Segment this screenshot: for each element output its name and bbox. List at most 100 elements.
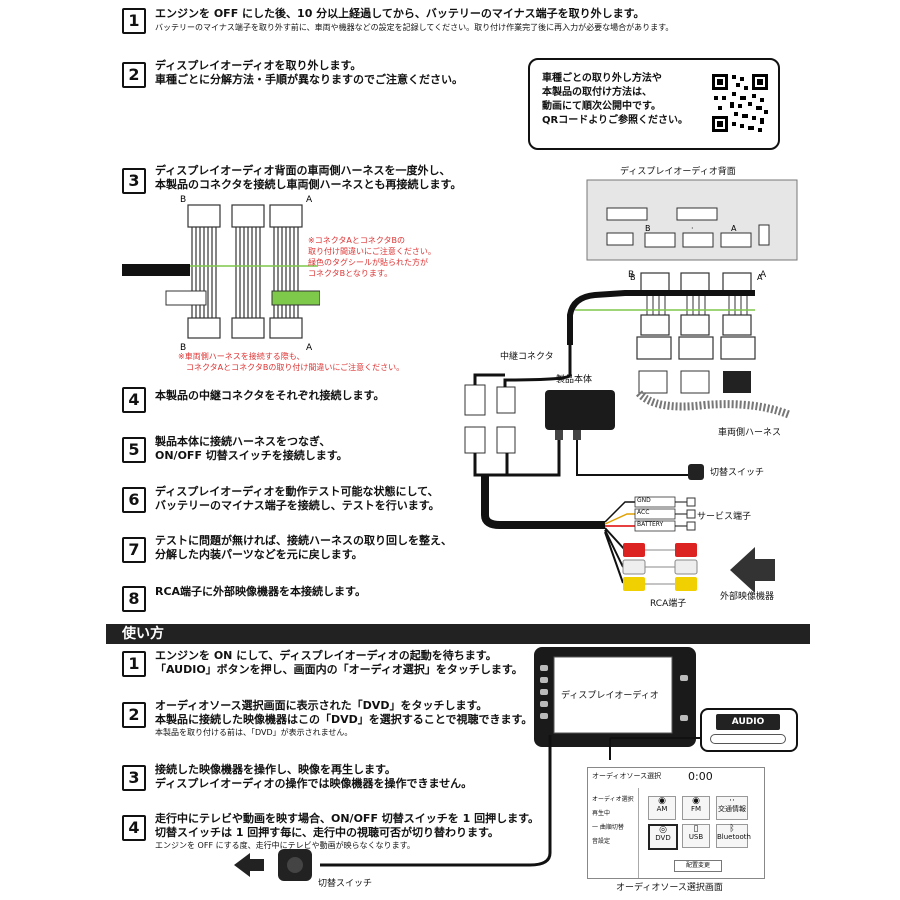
label-b-top-stack: B	[628, 270, 635, 280]
display-audio-device	[534, 647, 696, 747]
label-b-panel: B	[645, 224, 651, 233]
tile-dvd[interactable]: ◎DVD	[648, 824, 678, 850]
step-title: ディスプレイオーディオを取り外します。	[155, 59, 362, 72]
step-note: 本製品を取り付ける前は、「DVD」が表示されません。	[155, 728, 353, 737]
step-title: RCA端子に外部映像機器を本接続します。	[155, 585, 366, 598]
step-title: 走行中にテレビや動画を映す場合、ON/OFF 切替スイッチを 1 回押します。	[155, 812, 539, 825]
step-title: 製品本体に接続ハーネスをつなぎ、	[155, 435, 331, 448]
side-item-audio-select[interactable]: オーディオ選択	[592, 796, 634, 803]
qr-note-line: 車種ごとの取り外し方法や	[542, 73, 662, 84]
label-acc: ACC	[637, 509, 650, 516]
label-display-back: ディスプレイオーディオ背面	[620, 167, 736, 177]
tile-label: FM	[690, 805, 702, 813]
step-title-2: 切替スイッチは 1 回押す毎に、走行中の視聴可否が切り替わります。	[155, 826, 499, 839]
step-title-2: ディスプレイオーディオの操作では映像機器を操作できません。	[155, 777, 473, 790]
label-service: サービス端子	[697, 512, 752, 522]
step-title-2: 分解した内装パーツなどを元に戻します。	[155, 548, 363, 561]
usage-header: 使い方	[106, 624, 810, 644]
step-title-2: 本製品のコネクタを接続し車両側ハーネスとも再接続します。	[155, 178, 462, 191]
step-number: 7	[122, 537, 146, 563]
side-item-playing[interactable]: 再生中	[592, 810, 611, 817]
step-title: エンジンを OFF にした後、10 分以上経過してから、バッテリーのマイナス端子…	[155, 7, 645, 20]
audio-source-screen: オーディオソース選択 0:00 オーディオ選択 再生中 一 曲順切替 音設定 ◉…	[587, 767, 765, 879]
step-number: 5	[122, 437, 146, 463]
label-gnd: GND	[637, 497, 651, 504]
callout-line	[609, 737, 700, 760]
step-note: エンジンを OFF にする度、走行中にテレビや動画が映らなくなります。	[155, 841, 415, 850]
step-number: 1	[122, 8, 146, 34]
step-note: バッテリーのマイナス端子を取り外す前に、車両や機器などの設定を記録してください。…	[155, 23, 674, 32]
note-line: ※コネクタAとコネクタBの	[308, 236, 406, 245]
step-title: ディスプレイオーディオ背面の車両側ハーネスを一度外し、	[155, 164, 451, 177]
note-line: ※車両側ハーネスを接続する際も、	[178, 352, 305, 361]
label-a-top-stack: A	[760, 270, 767, 280]
note-line: 緑色のタグシールが貼られた方が	[308, 258, 428, 267]
screen-title: オーディオソース選択	[592, 772, 662, 780]
step-title-2: 車種ごとに分解方法・手順が異なりますのでご注意ください。	[155, 73, 463, 86]
step-title: 接続した映像機器を操作し、映像を再生します。	[155, 763, 396, 776]
step-title: オーディオソース選択画面に表示された「DVD」をタッチします。	[155, 699, 488, 712]
label-external-device: 外部映像機器	[720, 592, 775, 602]
label-b-top: B	[180, 195, 186, 205]
slot-decoration	[710, 734, 786, 744]
connector-note: ※コネクタAとコネクタBの 取り付け間違いにご注意ください。 緑色のタグシールが…	[308, 235, 436, 279]
step-number: 1	[122, 651, 146, 677]
label-a-panel: A	[731, 224, 737, 233]
tile-label: AM	[656, 805, 668, 813]
qr-note-line: 動画にて順次公開中です。	[542, 101, 661, 112]
tile-traffic[interactable]: ··交通情報	[716, 796, 748, 820]
audio-button[interactable]: AUDIO	[716, 714, 780, 730]
step-title: 本製品の中継コネクタをそれぞれ接続します。	[155, 389, 385, 402]
switch-label: 切替スイッチ	[318, 879, 373, 889]
audio-callout: AUDIO	[700, 708, 798, 752]
qr-note-line: 本製品の取付け方法は、	[542, 87, 652, 98]
harness-note: ※車両側ハーネスを接続する際も、 コネクタAとコネクタBの取り付け間違いにご注意…	[178, 351, 404, 373]
step-number: 2	[122, 702, 146, 728]
step-number: 3	[122, 168, 146, 194]
step-title: エンジンを ON にして、ディスプレイオーディオの起動を待ちます。	[155, 649, 497, 662]
qr-code-icon[interactable]	[710, 72, 770, 134]
label-b-stack: B	[630, 273, 636, 282]
rearrange-button[interactable]: 配置変更	[674, 860, 722, 872]
note-line: コネクタBとなります。	[308, 269, 393, 278]
step-title-2: 本製品に接続した映像機器はこの「DVD」を選択することで視聴できます。	[155, 713, 533, 726]
label-a-stack: A	[757, 273, 763, 282]
screen-caption: オーディオソース選択画面	[616, 883, 723, 893]
label-rca: RCA端子	[650, 599, 687, 609]
label-battery: BATTERY	[637, 521, 664, 528]
label-a-top: A	[306, 195, 313, 205]
tile-label: USB	[688, 833, 704, 841]
qr-note-line: QRコードよりご参照ください。	[542, 115, 689, 126]
label-a-bottom: A	[306, 343, 313, 353]
label-dot: ·	[691, 224, 694, 233]
tile-am[interactable]: ◉AM	[648, 796, 676, 820]
step-title: テストに問題が無ければ、接続ハーネスの取り回しを整え、	[155, 534, 452, 547]
label-vehicle-harness: 車両側ハーネス	[718, 428, 782, 438]
connector-diagram: B A B A	[122, 195, 320, 353]
wiring-diagram: B · A B A	[464, 179, 798, 593]
tile-fm[interactable]: ◉FM	[682, 796, 710, 820]
label-switch: 切替スイッチ	[710, 468, 765, 478]
screen-time: 0:00	[688, 770, 713, 783]
qr-note: 車種ごとの取り外し方法や 本製品の取付け方法は、 動画にて順次公開中です。 QR…	[542, 72, 688, 128]
switch-cable	[234, 735, 552, 881]
tile-label: DVD	[655, 834, 671, 842]
step-number: 4	[122, 387, 146, 413]
qr-note-box: 車種ごとの取り外し方法や 本製品の取付け方法は、 動画にて順次公開中です。 QR…	[528, 58, 780, 150]
note-line: 取り付け間違いにご注意ください。	[308, 247, 436, 256]
tile-label: 交通情報	[718, 805, 746, 813]
step-title-2: バッテリーのマイナス端子を接続し、テストを行います。	[155, 499, 440, 512]
step-number: 6	[122, 487, 146, 513]
label-unit: 製品本体	[556, 375, 593, 385]
tile-usb[interactable]: ▯USB	[682, 824, 710, 848]
step-number: 3	[122, 765, 146, 791]
step-title-2: ON/OFF 切替スイッチを接続します。	[155, 449, 348, 462]
step-title: ディスプレイオーディオを動作テスト可能な状態にして、	[155, 485, 439, 498]
step-number: 4	[122, 815, 146, 841]
side-item-sound-settings[interactable]: 音設定	[592, 838, 611, 845]
note-line: コネクタAとコネクタBの取り付け間違いにご注意ください。	[186, 363, 405, 372]
step-number: 2	[122, 62, 146, 88]
label-relay-connector: 中継コネクタ	[500, 352, 554, 362]
side-item-track-switch[interactable]: 一 曲順切替	[592, 824, 624, 831]
